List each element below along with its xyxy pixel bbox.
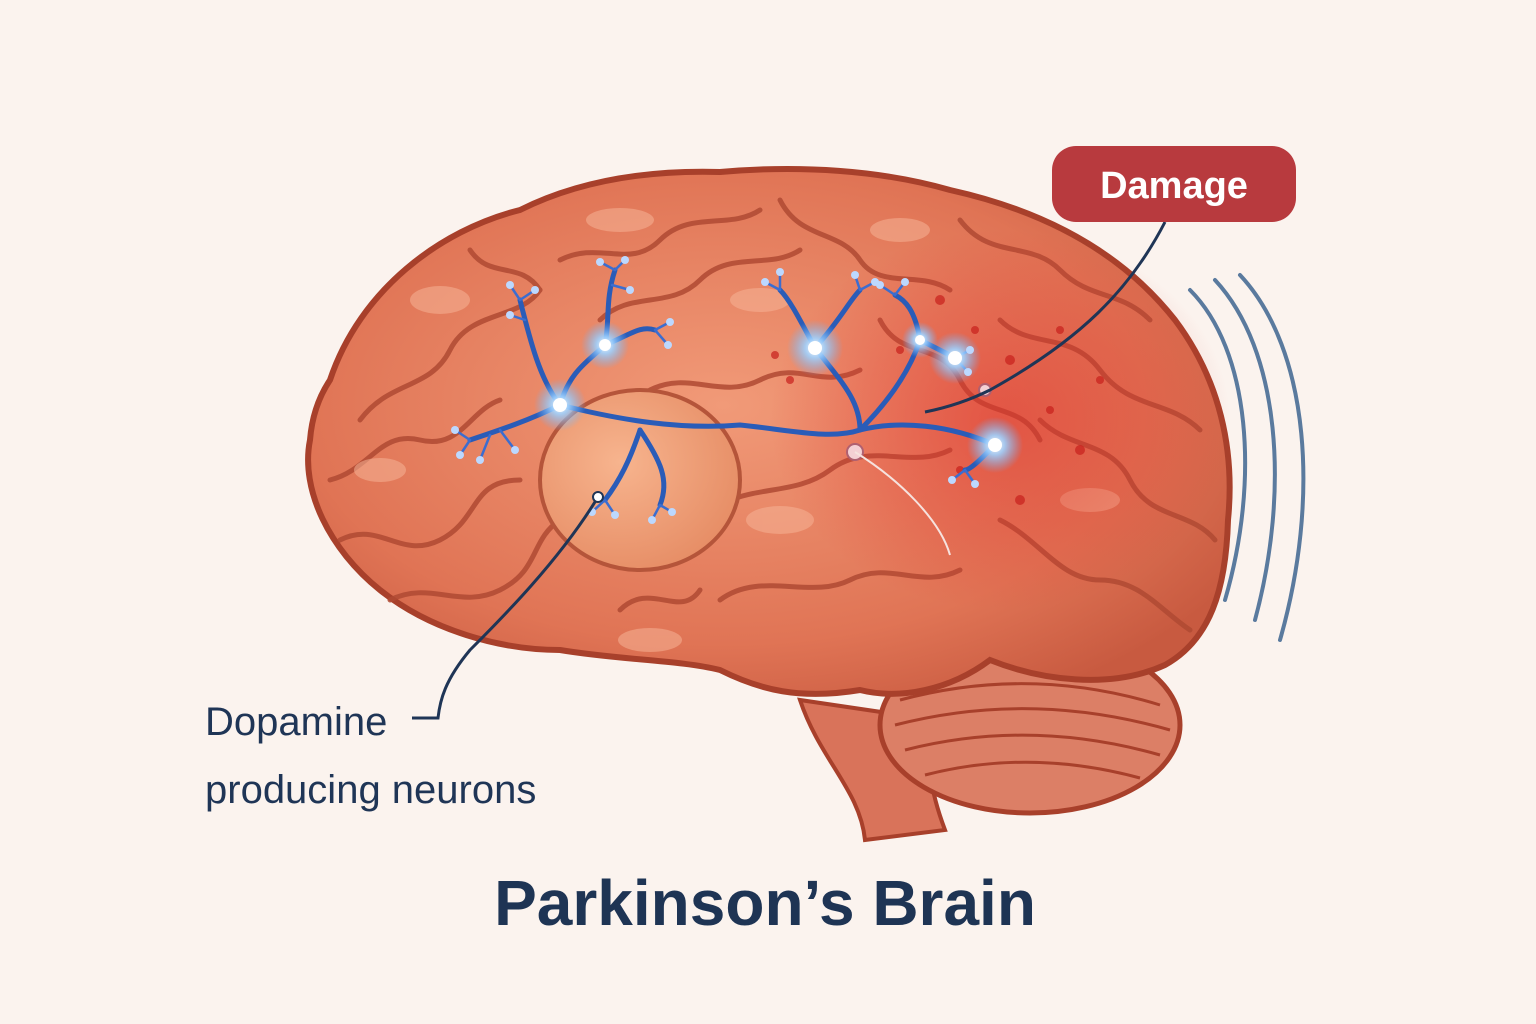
damage-leader-line bbox=[924, 221, 1167, 414]
neuron-cell-bodies bbox=[534, 320, 1023, 473]
damage-speckles bbox=[771, 295, 1104, 505]
neurons-label-line1: Dopamine bbox=[205, 700, 387, 744]
neurons-label-line2: producing neurons bbox=[205, 768, 536, 812]
neurons-leader-line bbox=[412, 496, 600, 720]
tremor-arcs bbox=[1188, 273, 1306, 642]
diagram-title: Parkinson’s Brain bbox=[494, 867, 1036, 939]
neuron-terminals bbox=[451, 256, 979, 524]
thalamus bbox=[538, 388, 742, 572]
secondary-leader-line bbox=[854, 451, 951, 556]
damage-label-text: Damage bbox=[1100, 165, 1248, 207]
damage-badge bbox=[1052, 146, 1296, 222]
damage-label: Damage bbox=[1052, 146, 1296, 222]
neurons-leader-dot bbox=[592, 491, 604, 503]
